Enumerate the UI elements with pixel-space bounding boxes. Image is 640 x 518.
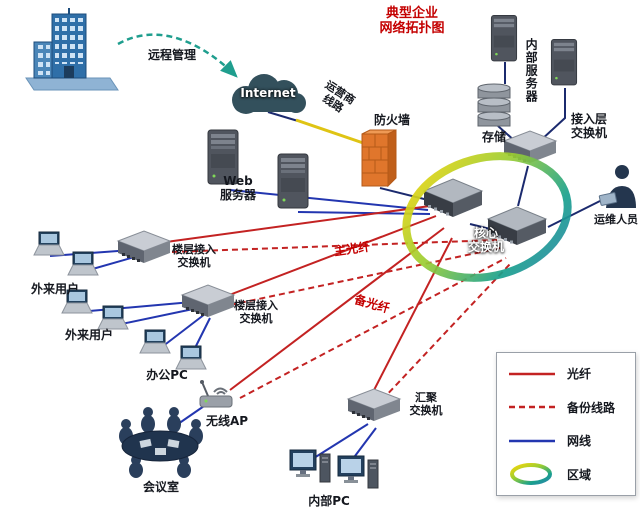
desktop-pc-icon <box>336 452 380 502</box>
legend-item-fiber: 光纤 <box>497 359 635 389</box>
legend-label-network-cable: 网线 <box>567 434 592 449</box>
core-switch-label-line2: 交换机 <box>467 240 504 255</box>
legend-label-fiber: 光纤 <box>567 367 592 382</box>
access-switch-label: 接入层 交换机 <box>560 112 618 140</box>
aggregation-switch-label-line2: 交换机 <box>409 403 443 417</box>
diagram-title-line2: 网络拓扑图 <box>379 21 445 37</box>
legend: 光纤 备份线路 网线 区域 <box>496 352 636 496</box>
fiber-line-sample-icon <box>509 372 555 375</box>
diagram-title-line1: 典型企业 <box>385 6 438 21</box>
internet-label: Internet <box>240 86 296 100</box>
firewall-icon <box>360 128 398 194</box>
external-users1-label: 外来用户 <box>30 282 79 296</box>
ops-person-icon <box>596 162 640 218</box>
remote-mgmt-label: 远程管理 <box>147 48 196 62</box>
legend-item-region: 区域 <box>497 459 635 489</box>
wireless-ap-icon <box>196 378 236 416</box>
laptop-icon <box>136 328 172 360</box>
core-switch-label-line1: 核心 <box>473 226 498 240</box>
aggregation-switch-label: 汇聚 交换机 <box>400 391 452 418</box>
internal-server-tower-icon <box>488 12 520 70</box>
core-switch-icon <box>422 176 484 226</box>
access-switch-label-line2: 交换机 <box>570 126 607 141</box>
legend-label-backup-line: 备份线路 <box>567 400 616 415</box>
web-server-tower-icon <box>204 128 242 192</box>
desktop-pc-icon <box>288 446 332 496</box>
internet-cloud-icon <box>224 70 312 124</box>
laptop-icon <box>64 250 100 282</box>
floor-switch1-label: 楼层接入 交换机 <box>164 243 224 270</box>
carrier-line-label: 运营商 线路 <box>305 73 366 125</box>
firewall-label: 防火墙 <box>373 113 410 127</box>
web-server-label-line1: Web <box>223 174 253 188</box>
building-icon <box>22 8 122 104</box>
backup-line-sample-icon <box>509 406 555 409</box>
storage-label: 存储 <box>481 130 506 144</box>
office-pc-label: 办公PC <box>146 368 188 382</box>
legend-item-network-cable: 网线 <box>497 426 635 456</box>
floor-switch2-label: 楼层接入 交换机 <box>226 299 286 326</box>
storage-icon <box>474 80 514 134</box>
web-server-label: Web 服务器 <box>200 174 276 202</box>
internal-server-label: 内部服务器 <box>524 37 539 103</box>
aggregation-switch-icon <box>346 386 402 430</box>
internal-pc-label: 内部PC <box>308 494 350 508</box>
backup-fiber-label: 备光纤 <box>352 292 392 316</box>
legend-label-region: 区域 <box>567 467 592 482</box>
main-fiber-label: 主光纤 <box>333 239 371 259</box>
network-cable-sample-icon <box>509 439 555 442</box>
floor-switch1-label-line2: 交换机 <box>177 255 211 269</box>
region-ring-sample-icon <box>510 463 552 486</box>
meeting-room-icon <box>112 402 208 482</box>
access-switch-label-line1: 接入层 <box>570 112 607 126</box>
internal-server-tower-icon <box>548 36 580 94</box>
meeting-room-label: 会议室 <box>142 480 179 494</box>
core-switch-label: 核心 交换机 <box>456 226 516 254</box>
wireless-ap-label: 无线AP <box>205 414 249 428</box>
floor-switch-icon <box>180 282 236 326</box>
external-users2-label: 外来用户 <box>64 328 113 342</box>
floor-switch2-label-line2: 交换机 <box>239 311 273 325</box>
web-server-tower-icon <box>274 152 312 216</box>
ops-staff-label: 运维人员 <box>594 213 638 226</box>
diagram-title: 典型企业 网络拓扑图 <box>352 6 472 37</box>
web-server-label-line2: 服务器 <box>219 188 256 203</box>
laptop-icon <box>30 230 66 262</box>
legend-item-backup-line: 备份线路 <box>497 392 635 422</box>
